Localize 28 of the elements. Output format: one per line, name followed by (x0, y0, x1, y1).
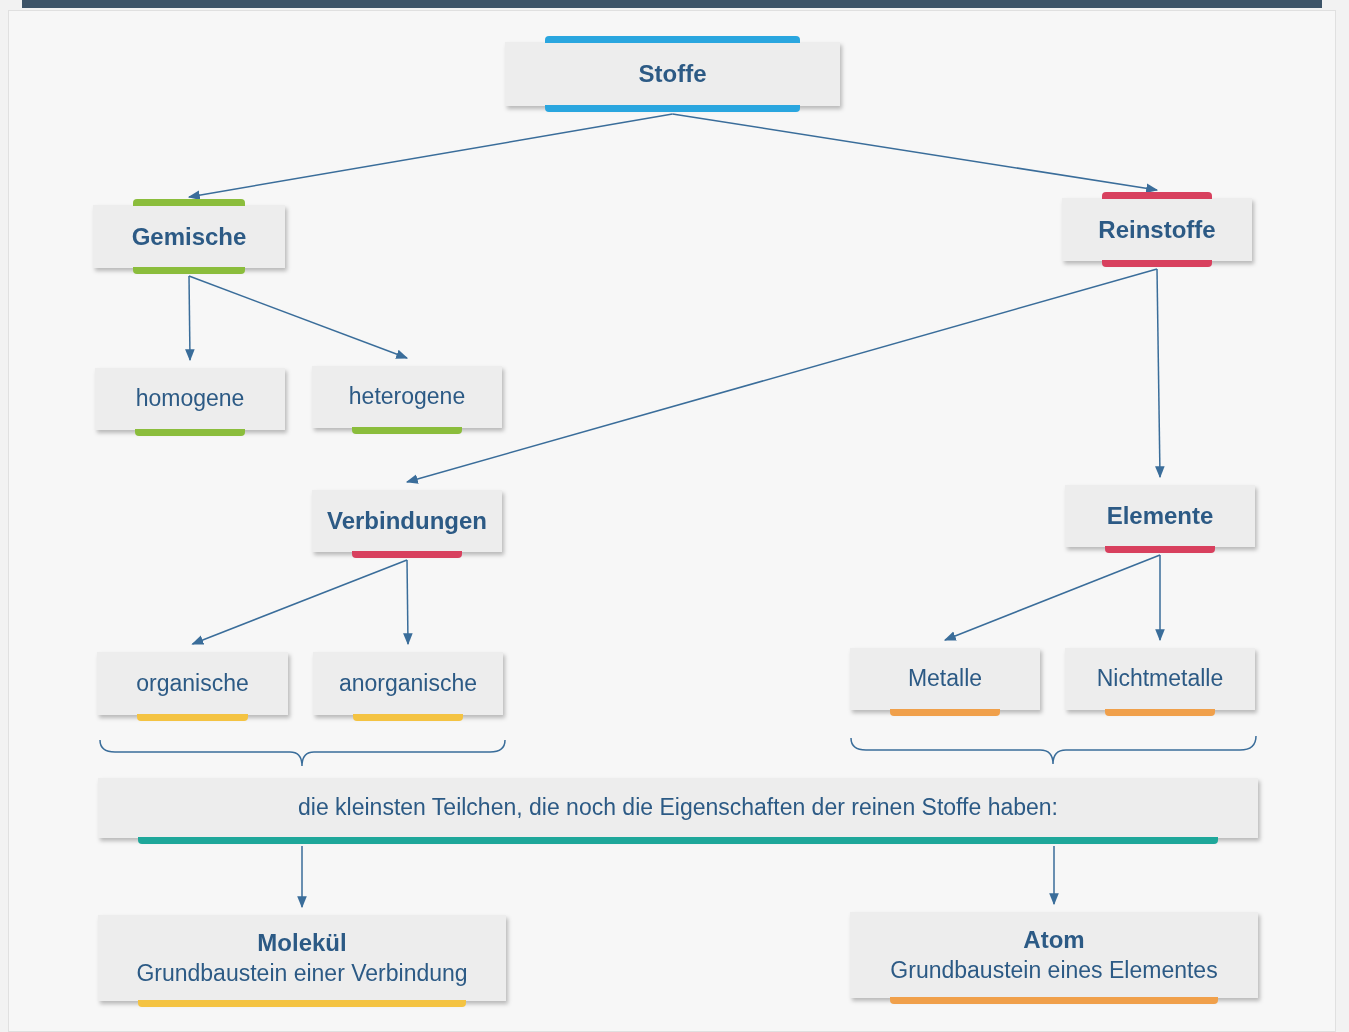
arrow (1155, 554, 1165, 642)
node-label: Reinstoffe (1098, 214, 1216, 245)
arrow (403, 559, 413, 646)
node-label: Gemische (131, 221, 247, 252)
node-label: Molekül (257, 928, 347, 959)
node-label: Metalle (907, 664, 983, 694)
node-label: Elemente (1106, 501, 1214, 532)
node-label: homogene (135, 384, 245, 414)
node-label: organische (136, 668, 249, 698)
arrow (405, 268, 1158, 484)
node-label: Atom (1023, 925, 1085, 956)
node-label: Nichtmetalle (1096, 664, 1224, 694)
arrow (1049, 845, 1059, 906)
node-label: Verbindungen (327, 506, 487, 537)
arrow (187, 113, 674, 200)
arrow (185, 275, 195, 362)
node-description: Grundbaustein einer Verbindung (136, 958, 468, 988)
arrow (188, 275, 409, 359)
node-label: heterogene (348, 382, 466, 412)
node-label: anorganische (338, 668, 478, 698)
arrow (943, 554, 1161, 641)
node-label: Stoffe (638, 59, 707, 90)
arrow (1155, 268, 1165, 479)
node-description: Grundbaustein eines Elementes (890, 955, 1218, 985)
arrow (671, 113, 1159, 194)
node-label: die kleinsten Teilchen, die noch die Eigenschaften der reinen Stoffe haben: (298, 793, 1058, 823)
arrow (191, 559, 408, 645)
arrow (297, 845, 307, 909)
